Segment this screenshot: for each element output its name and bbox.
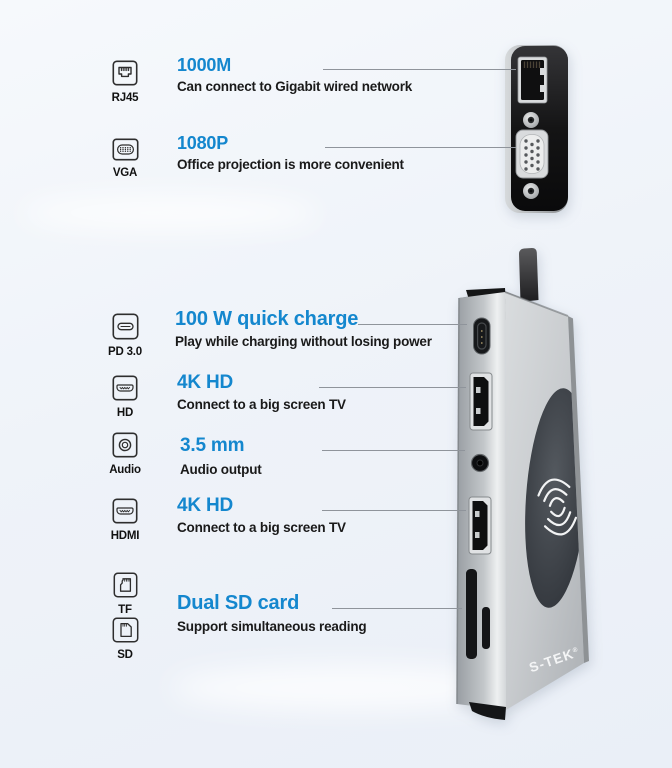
rj45-port-icon (112, 60, 138, 86)
leader-line (358, 324, 467, 325)
background-highlight (20, 195, 320, 231)
leader-line (325, 146, 516, 148)
usb-cable (519, 248, 539, 302)
feature-rj45: 1000M Can connect to Gigabit wired netwo… (177, 56, 516, 94)
icon-label: SD (117, 649, 133, 661)
wireless-charging-icon (537, 478, 578, 536)
icon-label: PD 3.0 (108, 346, 142, 358)
icon-label: TF (118, 604, 132, 616)
feature-title: 100 W quick charge (175, 308, 359, 330)
feature-hdmi: 4K HD Connect to a big screen TV (177, 496, 466, 535)
hdmi-port-2 (468, 496, 492, 555)
side-left-edge (456, 297, 460, 705)
feature-description: Connect to a big screen TV (177, 396, 346, 412)
audio-jack-icon (112, 432, 138, 458)
tf-card-icon (113, 572, 137, 598)
leader-line (319, 386, 466, 388)
feature-pd: 100 W quick charge Play while charging w… (175, 309, 467, 349)
panel-screw-bottom (523, 183, 539, 199)
feature-dual-sd: Dual SD card Support simultaneous readin… (177, 593, 462, 634)
feature-title: 4K HD (177, 495, 234, 516)
usb-c-port-icon (111, 313, 138, 340)
icon-label: VGA (112, 167, 138, 179)
audio-jack-port (470, 453, 490, 473)
icon-label: HD (116, 407, 134, 419)
hdmi-port-icon (112, 498, 138, 524)
hdmi-port-icon (112, 375, 138, 401)
feature-title: 3.5 mm (180, 435, 245, 456)
feature-title: 1000M (177, 55, 232, 75)
vga-port-icon (111, 138, 138, 161)
feature-icon-tf: TF (99, 572, 151, 617)
icon-label: RJ45 (111, 92, 139, 104)
feature-title: Dual SD card (177, 592, 300, 614)
leader-line (322, 449, 465, 451)
device-vga-port (515, 129, 549, 179)
leader-line (323, 68, 516, 70)
feature-icon-pd: PD 3.0 (99, 313, 151, 359)
device-side-photo: S-TEK® (456, 248, 589, 720)
feature-description: Audio output (180, 461, 262, 477)
hdmi-port-1 (469, 372, 493, 431)
feature-icon-audio: Audio (99, 432, 151, 477)
feature-hd: 4K HD Connect to a big screen TV (177, 373, 466, 412)
rubber-foot (469, 702, 506, 720)
feature-icon-hd: HD (99, 375, 151, 420)
feature-vga: 1080P Office projection is more convenie… (177, 134, 516, 172)
sd-card-icon (112, 617, 138, 643)
leader-line (322, 509, 466, 511)
feature-description: Play while charging without losing power (175, 334, 432, 349)
device-rj45-port (517, 56, 548, 104)
usb-c-port (473, 317, 491, 355)
device-right-edge (568, 316, 589, 663)
feature-icon-hdmi: HDMI (99, 498, 151, 543)
icon-label: HDMI (110, 530, 140, 542)
device-rear-panel-photo (505, 45, 568, 213)
sd-card-slot (466, 569, 477, 659)
feature-description: Support simultaneous reading (177, 619, 367, 634)
feature-icon-rj45: RJ45 (99, 60, 151, 105)
icon-label: Audio (109, 464, 141, 476)
feature-description: Office projection is more convenient (177, 156, 404, 172)
feature-icon-sd: SD (99, 617, 151, 662)
feature-icon-vga: VGA (99, 138, 151, 180)
front-top-chamfer (504, 291, 569, 317)
feature-description: Connect to a big screen TV (177, 519, 346, 535)
leader-line (332, 608, 462, 609)
panel-screw-top (523, 112, 539, 128)
feature-description: Can connect to Gigabit wired network (177, 78, 413, 94)
feature-audio: 3.5 mm Audio output (180, 436, 465, 477)
tf-card-slot (482, 607, 490, 649)
feature-title: 4K HD (177, 372, 234, 393)
feature-title: 1080P (177, 133, 229, 153)
